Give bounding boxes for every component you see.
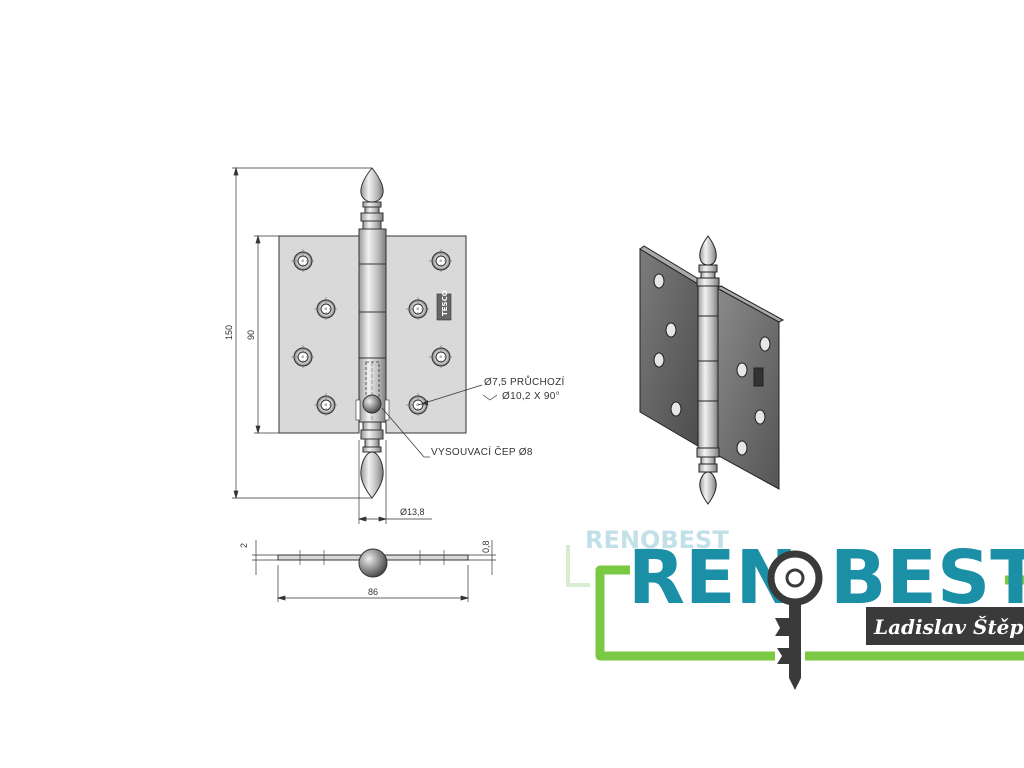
owner-name: Ladislav Štěpán: [873, 614, 1024, 639]
note-countersink: Ø10,2 X 90°: [502, 391, 560, 402]
logo-brand-right: BEST: [830, 535, 1024, 621]
top-view: 2 0,8 86: [239, 540, 496, 602]
dim-thickness: 2: [239, 543, 249, 548]
owner-name-box: [866, 607, 1024, 645]
note-hole-through: Ø7,5 PRŮCHOZÍ: [484, 375, 565, 388]
dim-lines-barrel: [357, 440, 432, 524]
logo-green-frame: [595, 565, 775, 661]
screw-holes: [291, 249, 453, 417]
dim-total-height: 150: [224, 325, 234, 340]
logo-ghost-text: RENOBEST: [585, 526, 729, 554]
isometric-view: [639, 235, 785, 505]
maker-stamp: TESCO: [436, 290, 452, 321]
dim-barrel-diameter: Ø13,8: [400, 507, 425, 517]
dim-lines-top: [252, 540, 496, 602]
dim-leaf-width: 86: [368, 587, 378, 597]
note-removable-pin: VYSOUVACÍ ČEP Ø8: [431, 445, 533, 458]
dim-thin: 0,8: [481, 540, 491, 553]
hinge-barrel: [355, 167, 390, 499]
svg-text:TESCO: TESCO: [441, 290, 449, 316]
renobest-logo: RENOBEST REN BEST Ladislav Štěpán: [566, 526, 1024, 690]
dim-leaf-height: 90: [246, 330, 256, 340]
note-leaders: [381, 384, 498, 458]
key-icon: [767, 550, 823, 690]
dim-lines-height: [232, 166, 372, 500]
front-view: 150 90 TESCO: [224, 166, 565, 524]
